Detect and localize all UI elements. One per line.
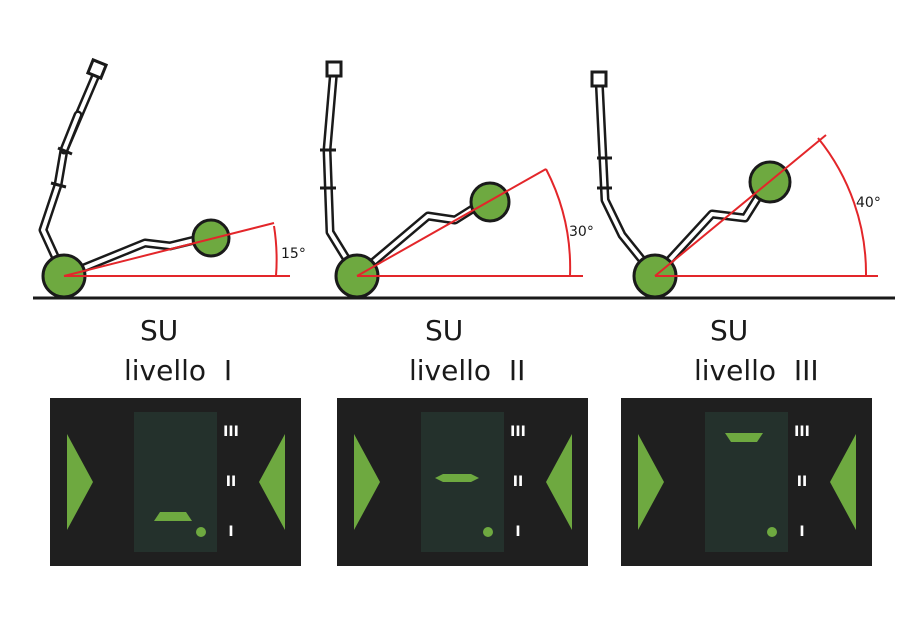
angle-label: 15° [281,246,306,262]
handle-icon [85,57,109,81]
right-triangle-icon[interactable] [259,434,285,530]
handle-icon [590,70,608,88]
caption-level: livello II [409,354,525,387]
angle-ray [63,222,275,277]
level-marker-icon [725,433,763,442]
level-numeral-bottom: I [515,524,520,540]
level-numeral-top: III [223,424,239,440]
level-numeral-bottom: I [228,524,233,540]
caption-level: livello I [124,354,232,387]
status-dot-icon [767,527,777,537]
joint-mark [50,181,67,189]
angle-arc [817,137,868,277]
right-triangle-icon[interactable] [830,434,856,530]
left-triangle-icon[interactable] [638,434,664,530]
status-dot-icon [483,527,493,537]
level-marker-icon [154,512,192,521]
handle-icon [325,60,343,78]
angle-label: 40° [856,195,881,211]
walker-frame [320,60,495,281]
joint-mark [57,146,73,156]
walker-frame [38,57,216,281]
angle-arc [273,225,278,277]
angle-ray [654,134,827,277]
caption-level: livello III [694,354,819,387]
caption-su: SU [710,314,748,347]
walker-frame [590,70,775,281]
level-numeral-top: III [794,424,810,440]
level-numeral-top: III [510,424,526,440]
left-triangle-icon[interactable] [354,434,380,530]
caption-su: SU [425,314,463,347]
level-numeral-middle: II [226,474,236,490]
angle-ray [356,168,547,277]
figure-level-3: 40° SU livello III [590,70,881,387]
right-triangle-icon[interactable] [546,434,572,530]
figure-level-1: 15° SU livello I [38,57,306,387]
level-numeral-middle: II [797,474,807,490]
level-numeral-middle: II [513,474,523,490]
level-numeral-bottom: I [799,524,804,540]
angle-arc [545,168,572,277]
caption-su: SU [140,314,178,347]
angle-label: 30° [569,224,594,240]
level-marker-icon [435,474,479,482]
left-triangle-icon[interactable] [67,434,93,530]
front-wheel [469,181,511,223]
figure-level-2: 30° SU livello II [320,60,594,387]
status-dot-icon [196,527,206,537]
